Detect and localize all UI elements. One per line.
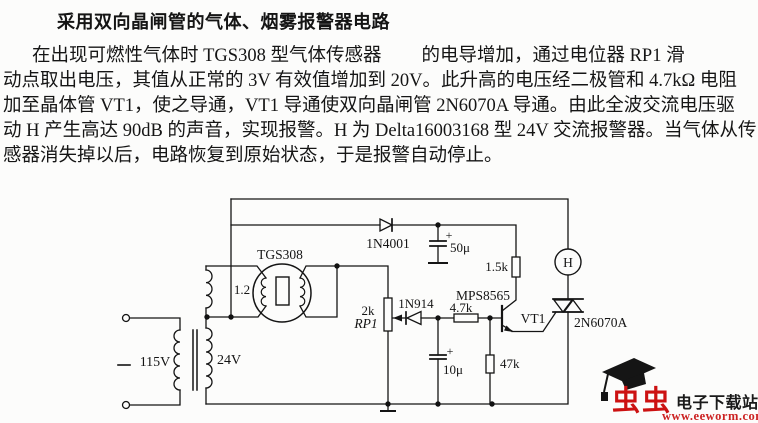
wire-primary-leads [129, 317, 181, 406]
paragraph-line1-part1: 在出现可燃性气体时 TGS308 型气体传感器 [32, 46, 382, 66]
label-transformer-secondary: 24V [217, 353, 241, 368]
resistor-47k [485, 354, 495, 374]
rectifier-diode [379, 217, 394, 233]
gas-sensor [252, 263, 312, 323]
cap-plates [429, 240, 447, 247]
pot-wiper-arrow [393, 314, 402, 322]
sensor-coil-left [260, 277, 267, 307]
wire-bottom-rail [205, 311, 569, 405]
label-pot-ref: RP1 [353, 316, 377, 331]
emitter-arrow [504, 325, 513, 332]
wire-center-tap [205, 305, 267, 318]
transformer-core [192, 329, 198, 391]
wire-top-rail [230, 198, 569, 250]
alarm-body [554, 248, 582, 276]
diode-triangle [405, 310, 422, 326]
label-transistor-ref: VT1 [521, 311, 546, 326]
paragraph-line: 动点取出电压，其值从正常的 3V 有效值增加到 20V。此升高的电压经二极管和 … [3, 71, 737, 91]
triac [552, 298, 584, 314]
diode-triangle [379, 217, 394, 233]
wire-sensor-top-left [205, 265, 267, 279]
heater-winding [205, 269, 213, 309]
label-bias-resistor: 47k [500, 356, 520, 371]
transformer [117, 269, 213, 410]
base-capacitor [429, 354, 447, 360]
filter-capacitor [428, 240, 448, 264]
page-title: 采用双向晶闸管的气体、烟雾报警器电路 [57, 12, 390, 32]
circuit-wires [129, 198, 569, 411]
sensor-coil-right [299, 277, 306, 307]
pot-body [383, 297, 393, 332]
paragraph-line: 动 H 产生高达 90dB 的声音，实现报警。H 为 Delta16003168… [3, 121, 757, 141]
label-base-resistor: 4.7k [450, 300, 473, 315]
signal-diode [405, 310, 422, 326]
junction-dots [204, 222, 495, 407]
paragraph-line: 在出现可燃性气体时 TGS308 型气体传感器 的电导增加，通过电位器 RP1 滑 [3, 44, 757, 69]
resistor-1-5k [511, 256, 521, 278]
label-signal-diode: 1N914 [398, 296, 434, 311]
wire-collector [501, 276, 517, 312]
label-transistor-type: MPS8565 [456, 288, 510, 303]
wire-second-rail [230, 224, 517, 258]
label-alarm: H [563, 255, 573, 270]
secondary-winding [205, 327, 213, 389]
watermark-site-url: www.eeworm.com [662, 409, 758, 423]
paragraph-line1-part2: 的电导增加，通过电位器 RP1 滑 [421, 46, 685, 66]
triac-triangle-right [562, 298, 584, 313]
label-transformer-primary: 115V [140, 355, 171, 370]
triac-triangle-left [552, 299, 574, 314]
graduation-cap-icon [601, 358, 656, 401]
cap-plates [429, 354, 447, 360]
label-base-cap: 10μ [443, 362, 463, 377]
label-heater-value: 1.2 [234, 282, 250, 297]
label-collector-resistor: 1.5k [485, 259, 508, 274]
wire-sensor-top-right [299, 265, 389, 299]
resistor-4-7k [453, 313, 479, 323]
potentiometer [383, 297, 402, 332]
watermark-brand-text: 虫虫 [612, 386, 673, 417]
label-filter-cap-plus: + [446, 228, 453, 242]
watermark-logo: 虫虫 电子下载站 www.eeworm.com [595, 352, 758, 423]
watermark-site-name: 电子下载站 [676, 395, 758, 412]
label-rectifier-diode: 1N4001 [366, 236, 410, 251]
primary-winding [173, 329, 181, 391]
label-filter-cap: 50μ [450, 240, 470, 255]
description-paragraph: 在出现可燃性气体时 TGS308 型气体传感器 的电导增加，通过电位器 RP1 滑… [3, 44, 757, 169]
label-pot-value: 2k [362, 303, 376, 318]
paragraph-line: 感器消失掉以后，电路恢复到原始状态，于是报警自动停止。 [3, 146, 503, 166]
label-sensor: TGS308 [257, 247, 303, 262]
terminal-top [121, 313, 131, 323]
sensor-element [275, 276, 290, 306]
transistor [500, 304, 513, 333]
label-triac: 2N6070A [574, 315, 627, 330]
paragraph-line: 加至晶体管 VT1，使之导通，VT1 导通使双向晶闸管 2N6070A 导通。由… [3, 96, 735, 116]
label-base-cap-plus: + [447, 344, 454, 358]
terminal-bottom [121, 400, 131, 410]
wire-sensor-bracket [299, 265, 338, 318]
sensor-body [252, 263, 312, 323]
